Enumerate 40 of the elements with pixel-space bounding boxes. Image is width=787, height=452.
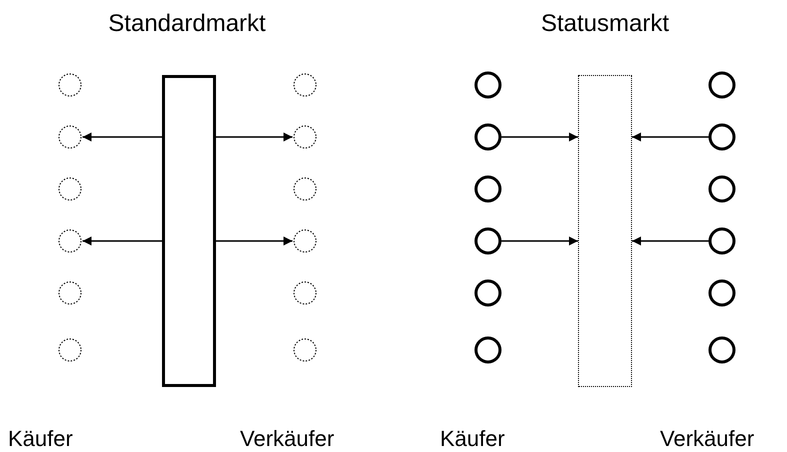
- column-label: Käufer: [8, 428, 73, 450]
- circle-symbol: [292, 124, 318, 150]
- column-label: Verkäufer: [660, 428, 754, 450]
- arrow: [502, 236, 578, 246]
- arrow: [82, 236, 162, 246]
- arrow: [82, 132, 162, 142]
- circle-symbol: [474, 71, 502, 99]
- circle-symbol: [474, 227, 502, 255]
- circle-symbol: [474, 336, 502, 364]
- circle-symbol: [57, 337, 83, 363]
- circle-symbol: [57, 176, 83, 202]
- circle-symbol: [292, 176, 318, 202]
- arrow: [632, 236, 708, 246]
- circle-symbol: [57, 72, 83, 98]
- circle-symbol: [474, 123, 502, 151]
- circle-symbol: [708, 123, 736, 151]
- circle-symbol: [57, 228, 83, 254]
- column-label: Verkäufer: [240, 428, 334, 450]
- circle-symbol: [708, 175, 736, 203]
- circle-symbol: [708, 279, 736, 307]
- circle-symbol: [474, 279, 502, 307]
- arrow: [216, 236, 292, 246]
- circle-symbol: [708, 227, 736, 255]
- circle-symbol: [708, 336, 736, 364]
- panel-title: Statusmarkt: [540, 12, 670, 36]
- circle-symbol: [57, 124, 83, 150]
- arrow: [632, 132, 708, 142]
- arrow: [216, 132, 292, 142]
- arrow: [502, 132, 578, 142]
- circle-symbol: [474, 175, 502, 203]
- circle-symbol: [292, 228, 318, 254]
- rectangle-symbol: [162, 75, 216, 387]
- circle-symbol: [57, 280, 83, 306]
- circle-symbol: [292, 280, 318, 306]
- panel-title: Standardmarkt: [108, 12, 266, 36]
- circle-symbol: [292, 337, 318, 363]
- circle-symbol: [708, 71, 736, 99]
- circle-symbol: [292, 72, 318, 98]
- column-label: Käufer: [440, 428, 505, 450]
- rectangle-symbol: [578, 75, 632, 387]
